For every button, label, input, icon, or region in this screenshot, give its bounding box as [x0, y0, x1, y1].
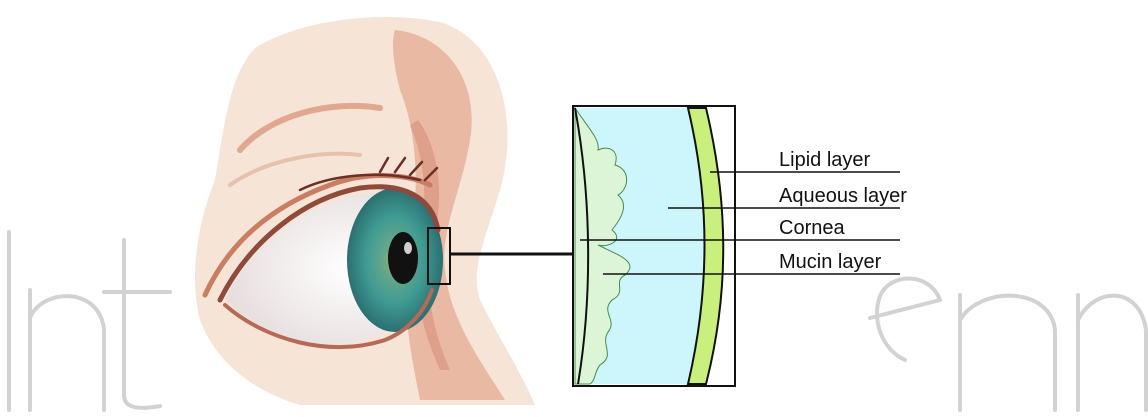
aqueous-layer-label: Aqueous layer — [779, 185, 907, 207]
pupil — [388, 232, 418, 284]
cornea-label: Cornea — [779, 217, 845, 239]
tear-film-magnified-panel — [573, 106, 735, 386]
mucin-layer-label: Mucin layer — [779, 251, 882, 273]
lipid-layer-label: Lipid layer — [779, 149, 871, 171]
